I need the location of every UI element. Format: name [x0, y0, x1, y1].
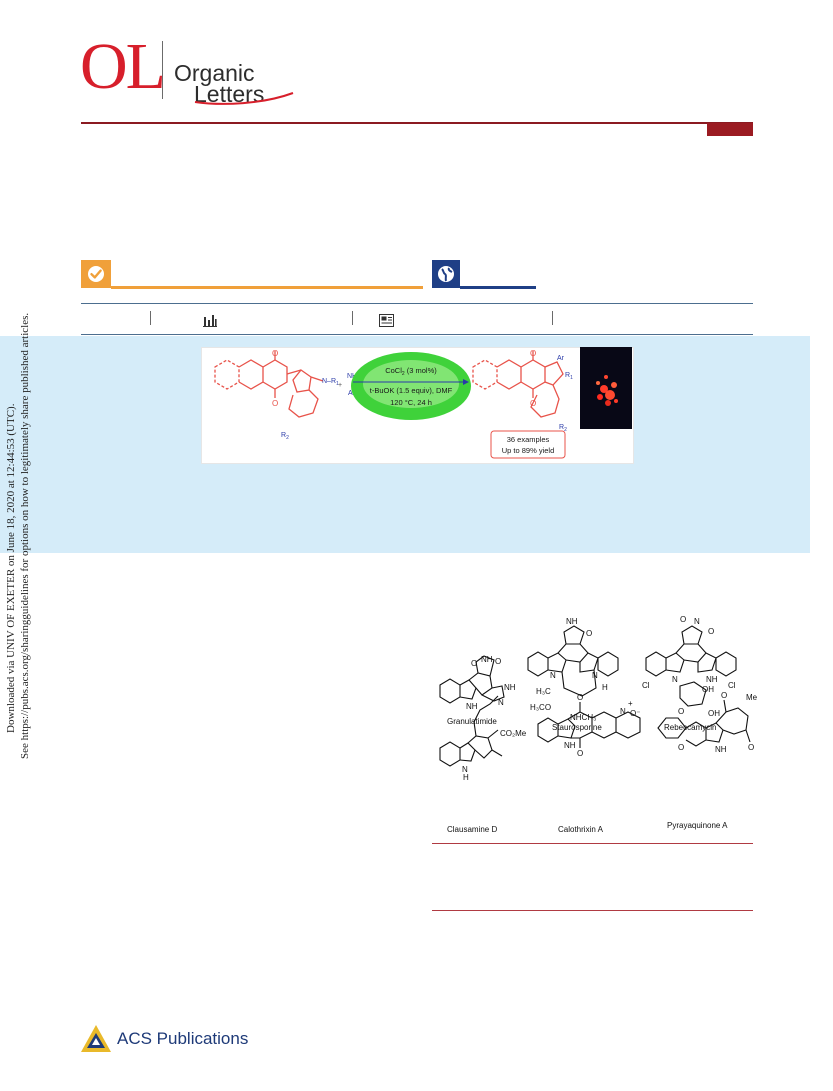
svg-text:CoCl2 (3 mol%): CoCl2 (3 mol%) [385, 366, 437, 377]
svg-text:H₃C: H₃C [536, 687, 551, 696]
article-icon[interactable] [379, 314, 394, 327]
svg-text:N–R1: N–R1 [322, 378, 339, 387]
svg-text:NH: NH [566, 617, 578, 626]
metrics-rule-top [81, 303, 753, 304]
svg-text:NHCH₃: NHCH₃ [570, 713, 596, 722]
svg-text:Cl: Cl [728, 681, 736, 690]
svg-text:120 °C, 24 h: 120 °C, 24 h [390, 398, 432, 407]
open-access-badge[interactable] [81, 260, 111, 288]
svg-text:Ar: Ar [348, 390, 356, 397]
svg-text:NH: NH [504, 683, 516, 692]
svg-text:Me: Me [746, 693, 757, 702]
acs-pyramid-icon [81, 1025, 111, 1052]
compound-name: Staurosporine [552, 723, 602, 732]
svg-text:36 examples: 36 examples [507, 435, 550, 444]
open-access-underline [111, 286, 423, 289]
svg-text:CO₂Me: CO₂Me [500, 729, 527, 738]
checkmark-icon [88, 266, 104, 282]
globe-icon [438, 266, 454, 282]
svg-text:N: N [498, 698, 504, 707]
logo-swoosh-icon [194, 92, 294, 105]
svg-text:NH: NH [715, 745, 727, 754]
svg-text:N: N [620, 707, 626, 716]
svg-text:OH: OH [702, 685, 714, 694]
svg-text:N: N [694, 617, 700, 626]
journal-logo-abbrev: OL [80, 30, 166, 103]
metrics-rule-bottom [81, 334, 753, 335]
letter-type-tab [707, 123, 753, 136]
compound-name: Calothrixin A [558, 825, 604, 834]
svg-text:O: O [748, 743, 754, 752]
fluorescence-image [580, 347, 632, 429]
svg-text:H: H [602, 683, 608, 692]
svg-text:NH: NH [466, 702, 478, 711]
svg-text:N: N [462, 765, 468, 774]
svg-text:O: O [272, 399, 278, 408]
svg-text:O: O [586, 629, 592, 638]
svg-text:N: N [672, 675, 678, 684]
journal-logo-word-1: Organic [174, 60, 255, 86]
svg-text:O: O [471, 659, 477, 668]
svg-text:Ar: Ar [557, 355, 565, 362]
svg-text:O: O [530, 349, 536, 358]
figure-caption-rule-bottom [432, 910, 753, 911]
svg-text:O: O [577, 749, 583, 758]
svg-text:O: O [680, 615, 686, 624]
figure-caption-rule-top [432, 843, 753, 844]
metrics-separator [352, 311, 353, 325]
metrics-separator [552, 311, 553, 325]
compound-name: Clausamine D [447, 825, 497, 834]
svg-text:Up to 89% yield: Up to 89% yield [502, 446, 555, 455]
svg-text:+: + [338, 382, 342, 389]
svg-text:NH: NH [564, 741, 576, 750]
svg-text:R1: R1 [565, 372, 573, 381]
svg-text:O: O [577, 693, 583, 702]
journal-logo-word-2: Letters [194, 81, 265, 107]
publisher-name[interactable]: ACS Publications [117, 1029, 249, 1048]
svg-text:NH: NH [481, 655, 493, 664]
compound-name: Rebeccamycin [664, 723, 716, 732]
svg-text:O: O [495, 657, 501, 666]
svg-text:O: O [530, 399, 536, 408]
access-globe-badge[interactable] [432, 260, 460, 288]
svg-text:N: N [550, 671, 556, 680]
svg-text:t-BuOK (1.5 equiv), DMF: t-BuOK (1.5 equiv), DMF [370, 386, 453, 395]
svg-text:+: + [628, 699, 633, 708]
compound-name: Pyrayaquinone A [667, 821, 728, 830]
svg-text:R2: R2 [559, 424, 567, 433]
svg-text:N: N [592, 671, 598, 680]
svg-text:O: O [708, 627, 714, 636]
svg-text:O: O [678, 743, 684, 752]
svg-text:R2: R2 [281, 432, 289, 441]
reaction-scheme: O O N–R1 R2 + NH2 Ar CoCl2 (3 mol%) t-Bu… [214, 349, 573, 459]
svg-text:O: O [272, 349, 278, 358]
compound-name: Granulatimide [447, 717, 497, 726]
access-globe-underline [460, 286, 536, 289]
svg-text:Cl: Cl [642, 681, 650, 690]
svg-text:O: O [721, 691, 727, 700]
header-rule [81, 122, 753, 124]
svg-text:OH: OH [708, 709, 720, 718]
svg-text:H: H [463, 773, 469, 782]
svg-text:H₃CO: H₃CO [530, 703, 551, 712]
natural-products-figure: O O NH NH N NH NH O N N H₃C H H₃CO NHCH₃… [439, 615, 757, 834]
svg-text:NH: NH [706, 675, 718, 684]
svg-text:O: O [678, 707, 684, 716]
svg-text:O⁻: O⁻ [630, 709, 640, 718]
journal-logo-divider [162, 41, 163, 99]
bar-chart-icon[interactable] [203, 314, 217, 327]
metrics-separator [150, 311, 151, 325]
